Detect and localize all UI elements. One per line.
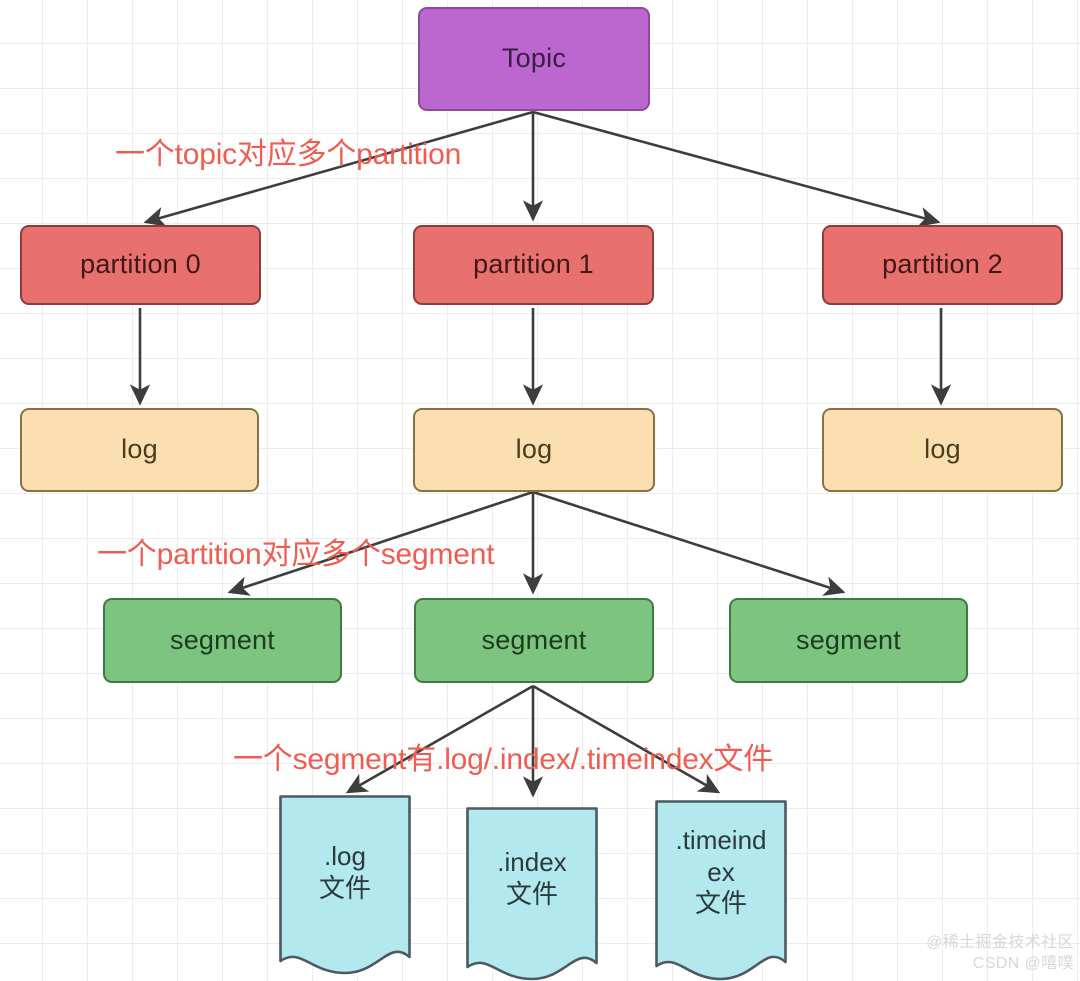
edge-topic-partition2	[532, 110, 941, 227]
node-partition-2[interactable]: partition 2	[822, 225, 1063, 305]
node-log-0-label: log	[121, 434, 158, 465]
node-segment-0[interactable]: segment	[103, 598, 342, 683]
node-segment-1[interactable]: segment	[414, 598, 654, 683]
node-file-log[interactable]: .log 文件	[279, 795, 411, 975]
node-partition-2-label: partition 2	[882, 249, 1003, 280]
node-segment-1-label: segment	[481, 624, 587, 655]
node-topic[interactable]: Topic	[418, 7, 650, 111]
node-log-1-label: log	[515, 434, 553, 465]
node-log-0[interactable]: log	[20, 408, 259, 492]
node-log-1[interactable]: log	[413, 408, 655, 492]
annotation-topic-partition: 一个topic对应多个partition	[115, 138, 462, 171]
annotation-segment-files: 一个segment有.log/.index/.timeindex文件	[233, 743, 774, 776]
node-partition-1-label: partition 1	[473, 249, 594, 280]
node-partition-0-label: partition 0	[80, 249, 201, 280]
node-file-index-label: .index 文件	[497, 847, 567, 909]
node-partition-0[interactable]: partition 0	[20, 225, 261, 305]
node-partition-1[interactable]: partition 1	[413, 225, 654, 305]
annotation-partition-segment: 一个partition对应多个segment	[97, 538, 495, 571]
node-segment-0-label: segment	[170, 624, 275, 655]
document-shape-icon	[279, 795, 411, 975]
document-shape-icon	[655, 800, 787, 981]
node-topic-label: Topic	[501, 43, 567, 74]
node-file-timeindex[interactable]: .timeind ex 文件	[655, 800, 787, 981]
node-log-2-label: log	[924, 434, 961, 465]
node-segment-2-label: segment	[796, 624, 901, 655]
document-shape-icon	[466, 807, 598, 981]
edge-log1-segment2	[532, 490, 846, 596]
watermark: @稀土掘金技术社区 CSDN @嘻噗	[926, 933, 1074, 973]
node-segment-2[interactable]: segment	[729, 598, 968, 683]
node-file-timeindex-label: .timeind ex 文件	[675, 825, 767, 919]
node-file-index[interactable]: .index 文件	[466, 807, 598, 981]
node-log-2[interactable]: log	[822, 408, 1063, 492]
node-file-log-label: .log 文件	[318, 841, 371, 903]
